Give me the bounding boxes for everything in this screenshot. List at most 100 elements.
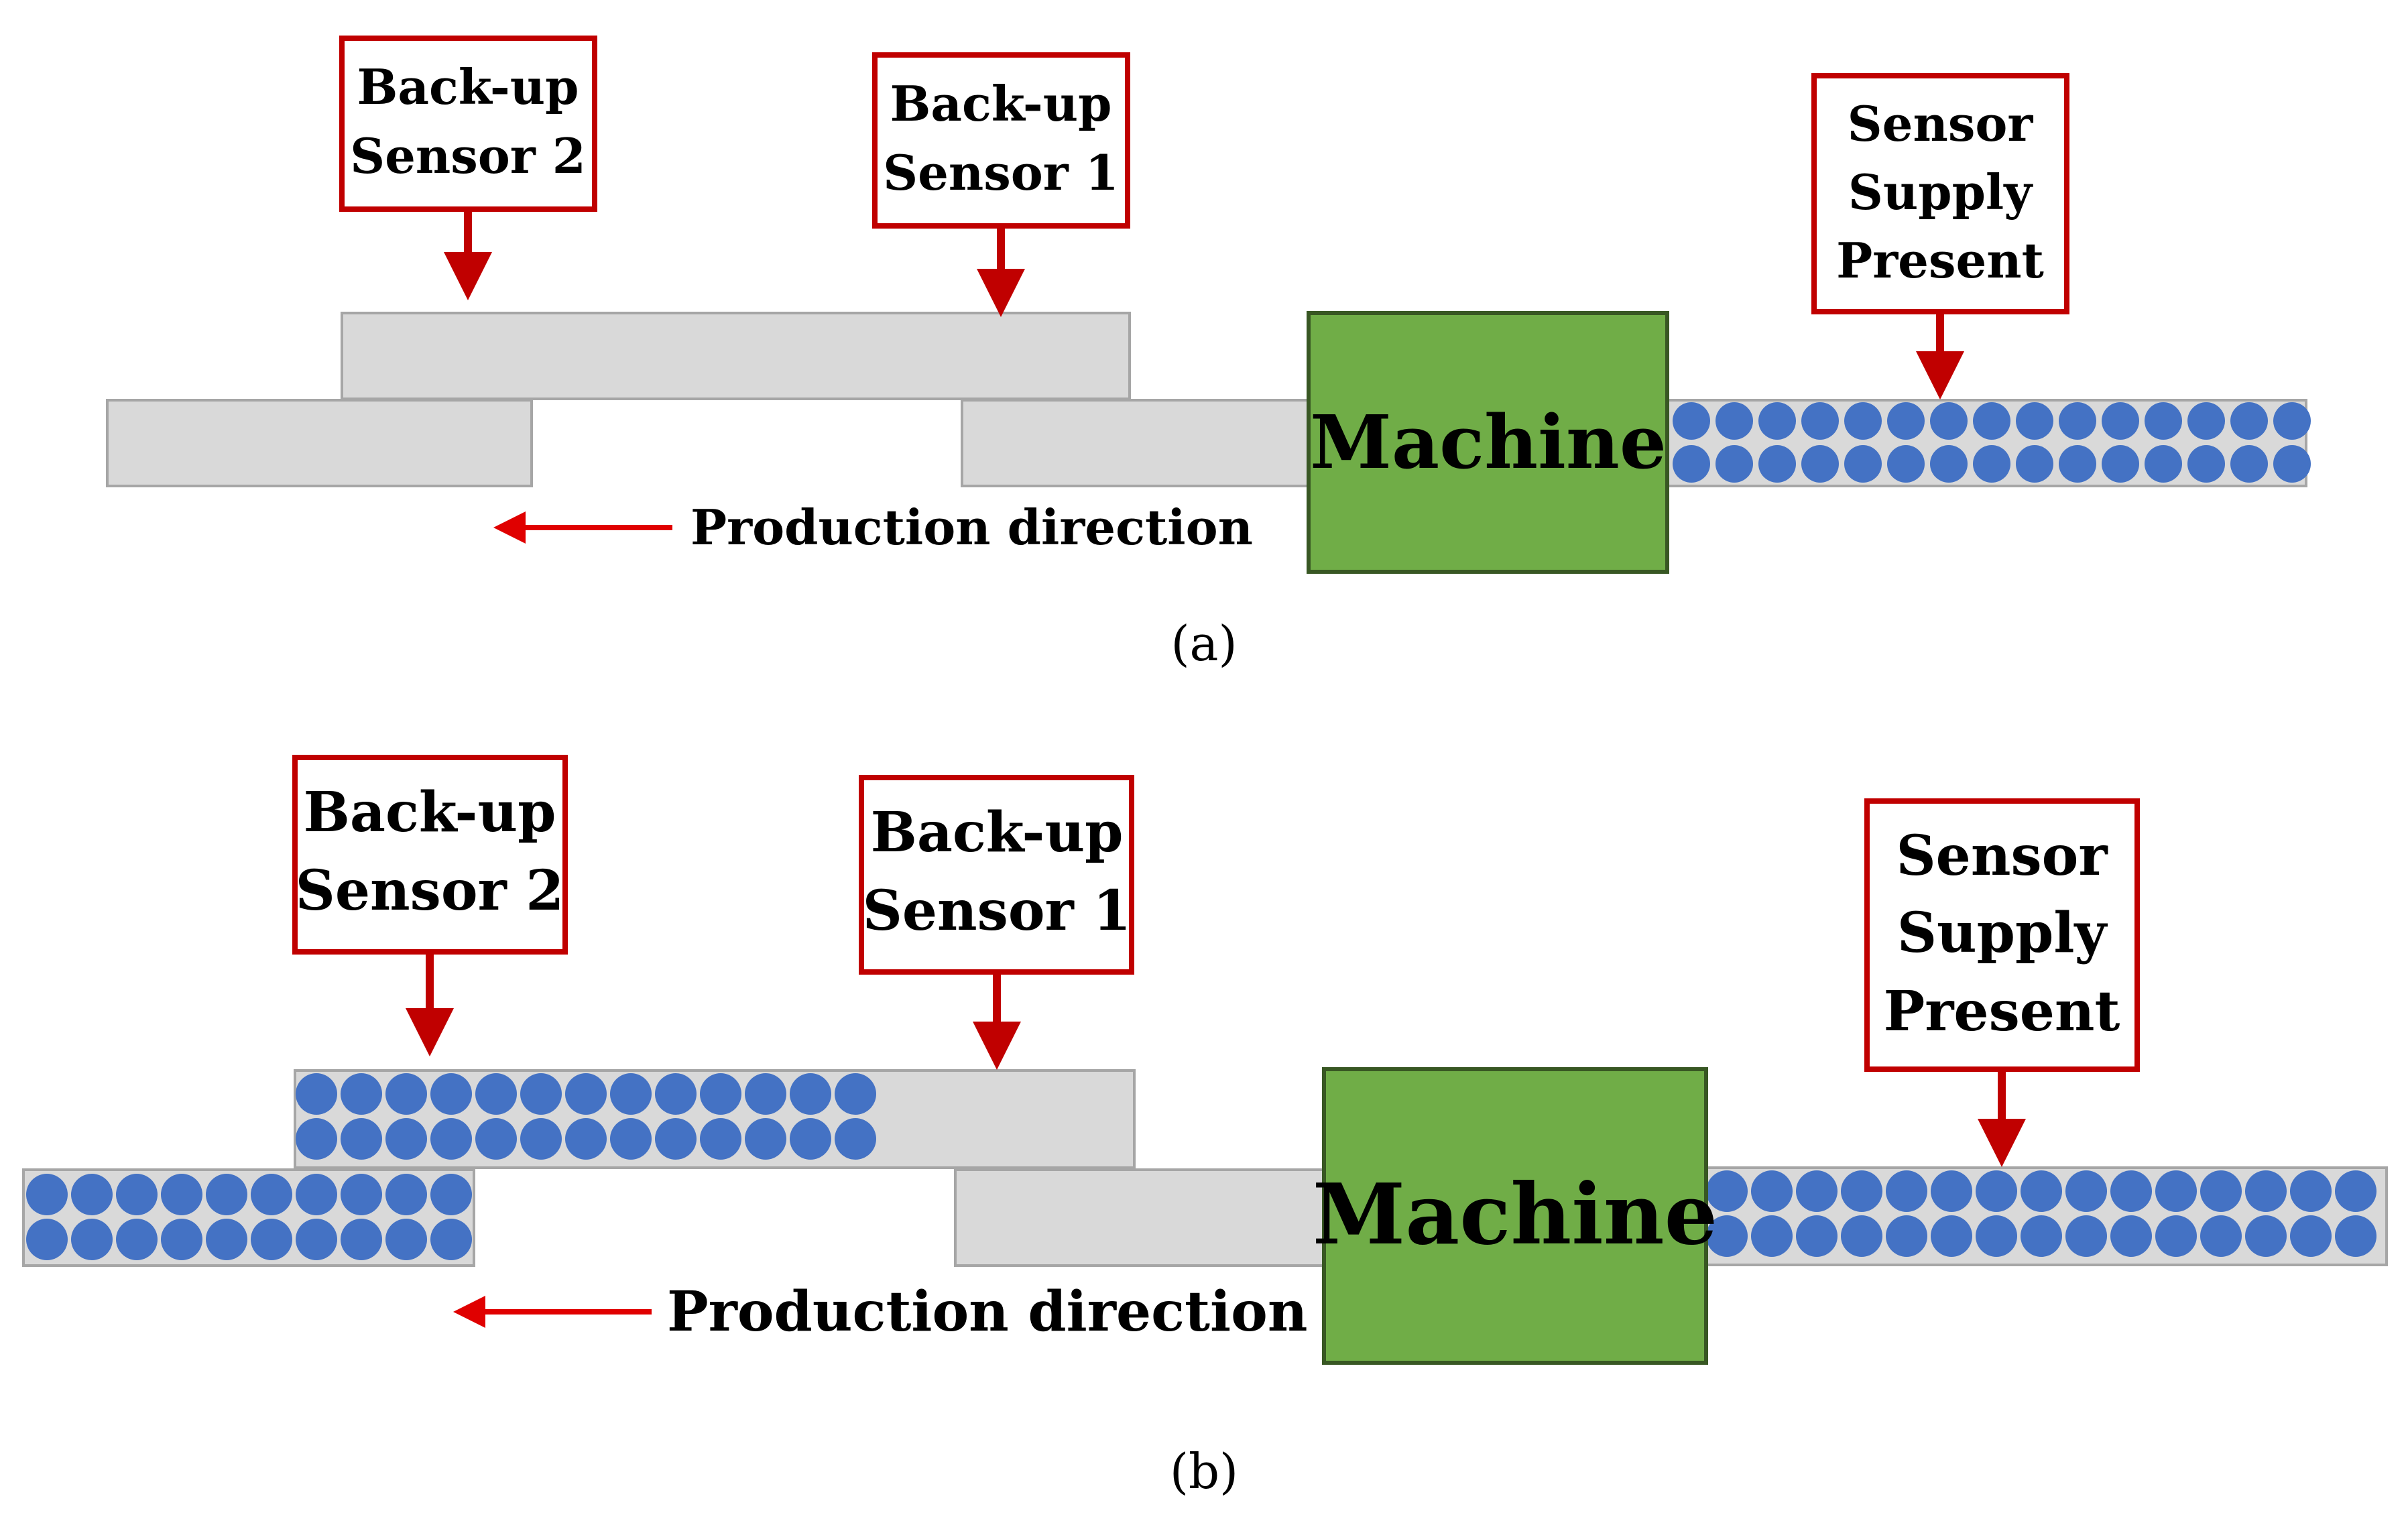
backup-sensor-2-line2: Sensor 2 bbox=[350, 127, 586, 184]
item-circle bbox=[700, 1118, 741, 1160]
item-circle bbox=[1673, 445, 1710, 483]
item-circle bbox=[1751, 1170, 1793, 1212]
sensor-supply-present-line3: Present bbox=[1884, 979, 2120, 1044]
item-circle bbox=[1715, 402, 1753, 440]
upper-conveyor-items bbox=[296, 1073, 876, 1160]
item-circle bbox=[2273, 445, 2311, 483]
item-circle bbox=[565, 1118, 607, 1160]
item-circle bbox=[430, 1174, 472, 1215]
machine-label: Machine bbox=[1310, 399, 1667, 485]
item-circle bbox=[1976, 1170, 2017, 1212]
sensor-supply-present: Sensor Supply Present bbox=[1864, 798, 2140, 1167]
caption-a: (a) bbox=[1170, 615, 1237, 672]
item-circle bbox=[745, 1118, 786, 1160]
backup-sensor-1-line2: Sensor 1 bbox=[883, 144, 1119, 201]
item-circle bbox=[161, 1174, 202, 1215]
item-circle bbox=[2187, 445, 2225, 483]
backup-sensor-2: Back-up Sensor 2 bbox=[292, 755, 568, 1056]
item-circle bbox=[2016, 402, 2053, 440]
item-circle bbox=[1930, 402, 1968, 440]
item-circle bbox=[835, 1118, 876, 1160]
machine-box bbox=[1322, 1067, 1708, 1365]
item-circle bbox=[251, 1174, 292, 1215]
item-circle bbox=[2335, 1215, 2376, 1257]
item-circle bbox=[206, 1219, 247, 1260]
item-circle bbox=[2102, 402, 2139, 440]
right-lower-conveyor bbox=[954, 1168, 1329, 1267]
item-circle bbox=[475, 1118, 517, 1160]
item-circle bbox=[2145, 445, 2182, 483]
sensor-supply-present-box bbox=[1864, 798, 2140, 1072]
item-circle bbox=[2200, 1215, 2242, 1257]
sensor-supply-present-line3: Present bbox=[1836, 232, 2044, 289]
item-circle bbox=[655, 1073, 697, 1115]
item-circle bbox=[2187, 402, 2225, 440]
item-circle bbox=[296, 1073, 337, 1115]
item-circle bbox=[71, 1219, 113, 1260]
item-circle bbox=[1673, 402, 1710, 440]
item-circle bbox=[1841, 1215, 1882, 1257]
item-circle bbox=[790, 1073, 831, 1115]
item-circle bbox=[2021, 1215, 2062, 1257]
backup-sensor-1-line1: Back-up bbox=[890, 75, 1112, 132]
item-circle bbox=[790, 1118, 831, 1160]
item-circle bbox=[1931, 1215, 1972, 1257]
item-circle bbox=[475, 1073, 517, 1115]
item-circle bbox=[251, 1219, 292, 1260]
item-circle bbox=[1796, 1170, 1838, 1212]
machine-box bbox=[1307, 311, 1669, 574]
item-circle bbox=[385, 1219, 427, 1260]
sensor-supply-present-line1: Sensor bbox=[1896, 824, 2108, 888]
item-circle bbox=[116, 1174, 158, 1215]
item-circle bbox=[2155, 1215, 2197, 1257]
item-circle bbox=[1801, 402, 1839, 440]
item-circle bbox=[1973, 402, 2010, 440]
item-circle bbox=[655, 1118, 697, 1160]
production-direction-label: Production direction bbox=[667, 1280, 1307, 1344]
item-circle bbox=[1887, 445, 1925, 483]
item-circle bbox=[2102, 445, 2139, 483]
item-circle bbox=[385, 1073, 427, 1115]
item-circle bbox=[385, 1174, 427, 1215]
sensor-supply-present-box bbox=[1811, 73, 2069, 314]
backup-sensor-1: Back-up Sensor 1 bbox=[859, 775, 1134, 1070]
item-circle bbox=[1886, 1215, 1927, 1257]
sensor-supply-present-line2: Supply bbox=[1848, 164, 2033, 221]
backup-sensor-1-line2: Sensor 1 bbox=[863, 879, 1132, 943]
item-circle bbox=[1758, 445, 1796, 483]
item-circle bbox=[610, 1073, 652, 1115]
upper-conveyor bbox=[341, 312, 1131, 400]
item-circle bbox=[296, 1174, 337, 1215]
item-circle bbox=[1930, 445, 1968, 483]
item-circle bbox=[206, 1174, 247, 1215]
item-circle bbox=[2290, 1215, 2332, 1257]
backup-sensor-2-line1: Back-up bbox=[357, 58, 579, 115]
backup-sensor-2-box bbox=[339, 36, 597, 212]
item-circle bbox=[2110, 1170, 2152, 1212]
backup-sensor-2-line2: Sensor 2 bbox=[296, 859, 564, 923]
item-circle bbox=[2059, 402, 2096, 440]
item-circle bbox=[520, 1073, 562, 1115]
item-circle bbox=[1706, 1170, 1748, 1212]
item-circle bbox=[341, 1118, 382, 1160]
item-circle bbox=[2245, 1215, 2287, 1257]
left-conveyor-items bbox=[26, 1174, 472, 1260]
item-circle bbox=[296, 1118, 337, 1160]
supply-items bbox=[1673, 402, 2311, 483]
item-circle bbox=[2110, 1215, 2152, 1257]
item-circle bbox=[2145, 402, 2182, 440]
item-circle bbox=[341, 1174, 382, 1215]
item-circle bbox=[26, 1174, 68, 1215]
panel-a: Machine Back-up Sensor 2 Back-up Sensor … bbox=[106, 36, 2311, 672]
right-lower-conveyor bbox=[961, 399, 1315, 487]
item-circle bbox=[2021, 1170, 2062, 1212]
backup-sensor-1-line1: Back-up bbox=[871, 800, 1124, 865]
caption-b: (b) bbox=[1170, 1443, 1238, 1500]
item-circle bbox=[1796, 1215, 1838, 1257]
item-circle bbox=[1976, 1215, 2017, 1257]
sensor-supply-present-line2: Supply bbox=[1897, 901, 2108, 965]
item-circle bbox=[2059, 445, 2096, 483]
item-circle bbox=[1887, 402, 1925, 440]
item-circle bbox=[2065, 1215, 2107, 1257]
